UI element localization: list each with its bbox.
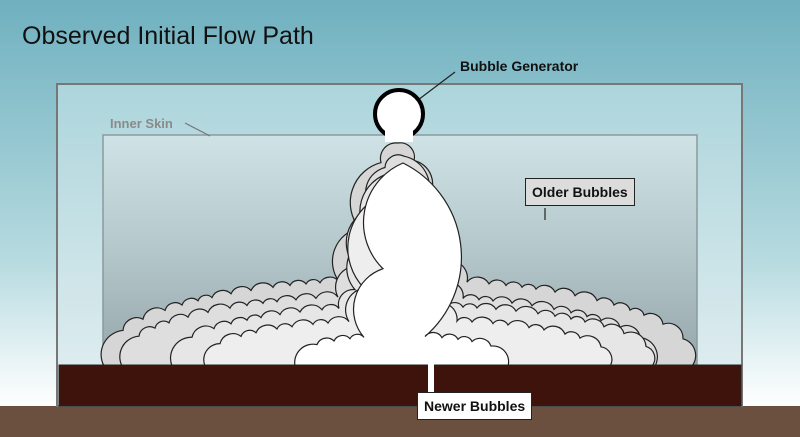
diagram-title: Observed Initial Flow Path: [22, 22, 314, 50]
bubble-clouds: [100, 142, 697, 367]
base-slab: [58, 364, 742, 407]
inner-skin-label: Inner Skin: [110, 116, 173, 131]
inner-skin-leader: [184, 122, 211, 137]
newer-bubbles-label: Newer Bubbles: [417, 392, 533, 420]
bubble-layer-5: [294, 162, 510, 367]
bubble-generator-label: Bubble Generator: [460, 58, 579, 74]
bubble-generator-leader: [417, 71, 456, 101]
ground: [0, 406, 800, 437]
older-bubbles-label: Older Bubbles: [525, 178, 635, 206]
newer-bubbles-leader: [428, 364, 434, 394]
generator-stem: [385, 112, 413, 142]
